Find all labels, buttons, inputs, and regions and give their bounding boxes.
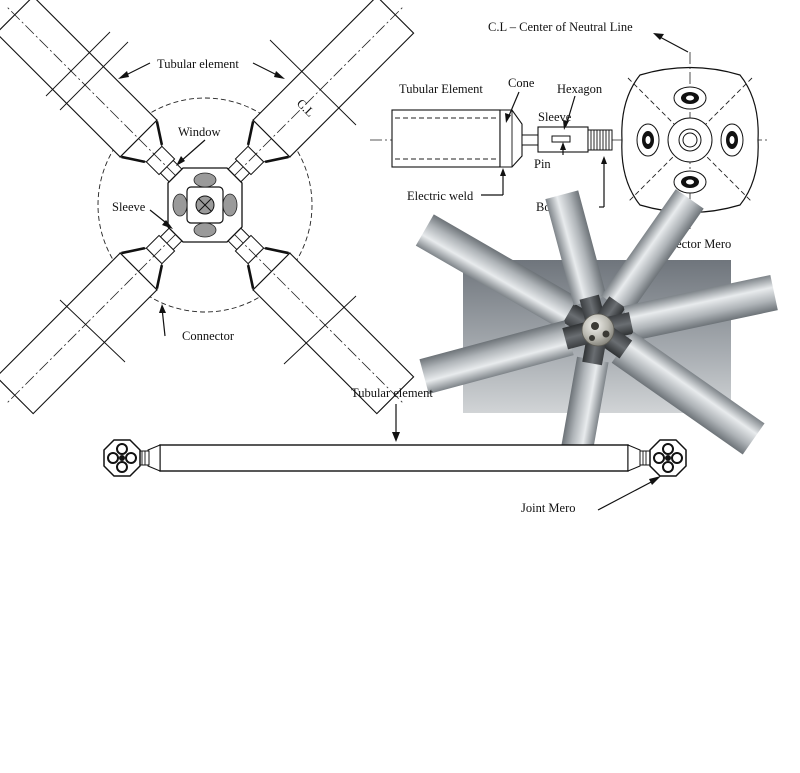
node-photo (415, 189, 778, 461)
node-plan-view: Tubular element C.L Window Sleeve Connec… (0, 0, 425, 425)
joint-mero-right (649, 439, 687, 477)
label-cone: Cone (508, 76, 535, 90)
connector-mero-end-view (621, 52, 759, 232)
tube-body (159, 444, 629, 472)
label-tubular-element-bottom: Tubular element (351, 386, 433, 400)
label-connector: Connector (182, 329, 235, 343)
label-sleeve-right: Sleeve (538, 110, 572, 124)
label-pin: Pin (534, 157, 551, 171)
node-connector-block (167, 167, 243, 243)
label-sleeve-left: Sleeve (112, 200, 146, 214)
cone (499, 109, 523, 168)
label-tubular-element-top: Tubular element (157, 57, 239, 71)
joint-mero-left (103, 439, 141, 477)
bolt-section-view: C.L – Center of Neutral Line (370, 20, 770, 251)
window-ellipse (193, 172, 217, 188)
tube-section (391, 109, 501, 168)
label-cl-center: C.L – Center of Neutral Line (488, 20, 633, 34)
connector-boundary-circle (97, 97, 313, 313)
label-hexagon: Hexagon (557, 82, 603, 96)
label-tubular-element-right: Tubular Element (399, 82, 483, 96)
label-electric-weld: Electric weld (407, 189, 474, 203)
full-tube-view: Tubular element (103, 386, 687, 515)
label-joint-mero: Joint Mero (521, 501, 576, 515)
label-window: Window (178, 125, 221, 139)
